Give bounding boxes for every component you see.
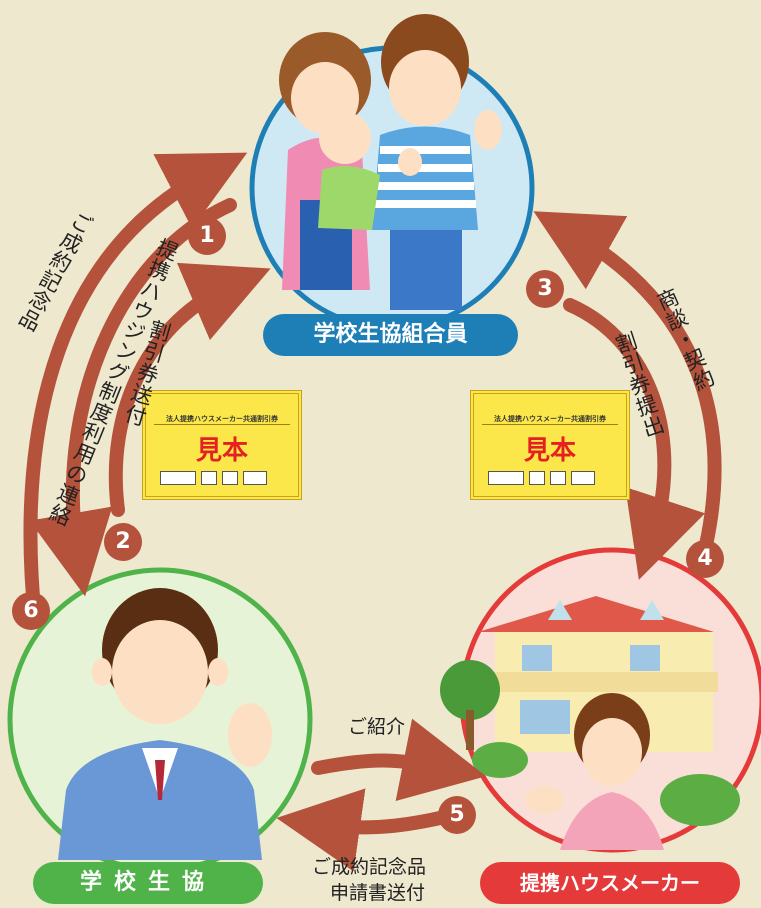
family-illustration xyxy=(279,14,502,310)
house-maker-illustration xyxy=(440,596,740,850)
step-1-badge: 1 xyxy=(188,217,226,255)
arrow-coupon-to-member xyxy=(108,262,271,517)
coop-node-label: 学校生協 xyxy=(33,862,263,904)
coupon-stamp-row xyxy=(488,470,612,485)
step-2-badge: 2 xyxy=(104,523,142,561)
coupon-sample-left: 法人提携ハウスメーカー共通割引券 見本 xyxy=(142,390,302,500)
arrow-apply-to-coop xyxy=(276,788,447,872)
arrow-contact-to-coop xyxy=(29,198,237,597)
coupon-sample-right: 法人提携ハウスメーカー共通割引券 見本 xyxy=(470,390,630,500)
label-apply-line1: ご成約記念品 xyxy=(312,856,427,878)
arrow-intro-to-maker xyxy=(311,718,487,801)
coupon-sample-mark: 見本 xyxy=(195,436,248,466)
step-5-badge: 5 xyxy=(438,796,476,834)
coupon-stamp-row xyxy=(160,470,284,485)
step-4-badge: 4 xyxy=(686,540,724,578)
coop-staff-illustration xyxy=(58,588,272,860)
label-intro: ご紹介 xyxy=(348,716,406,738)
arrow-coupon-to-maker xyxy=(563,298,706,580)
coupon-title: 法人提携ハウスメーカー共通割引券 xyxy=(482,414,618,425)
step-3-badge: 3 xyxy=(526,270,564,308)
step-6-badge: 6 xyxy=(12,592,50,630)
label-apply-line2: 申請書送付 xyxy=(330,882,426,904)
coupon-sample-mark: 見本 xyxy=(523,436,576,466)
maker-node-label: 提携ハウスメーカー xyxy=(480,862,740,904)
arrow-contract-to-member xyxy=(533,211,722,552)
member-node-label: 学校生協組合員 xyxy=(263,314,518,356)
coupon-title: 法人提携ハウスメーカー共通割引券 xyxy=(154,414,290,425)
